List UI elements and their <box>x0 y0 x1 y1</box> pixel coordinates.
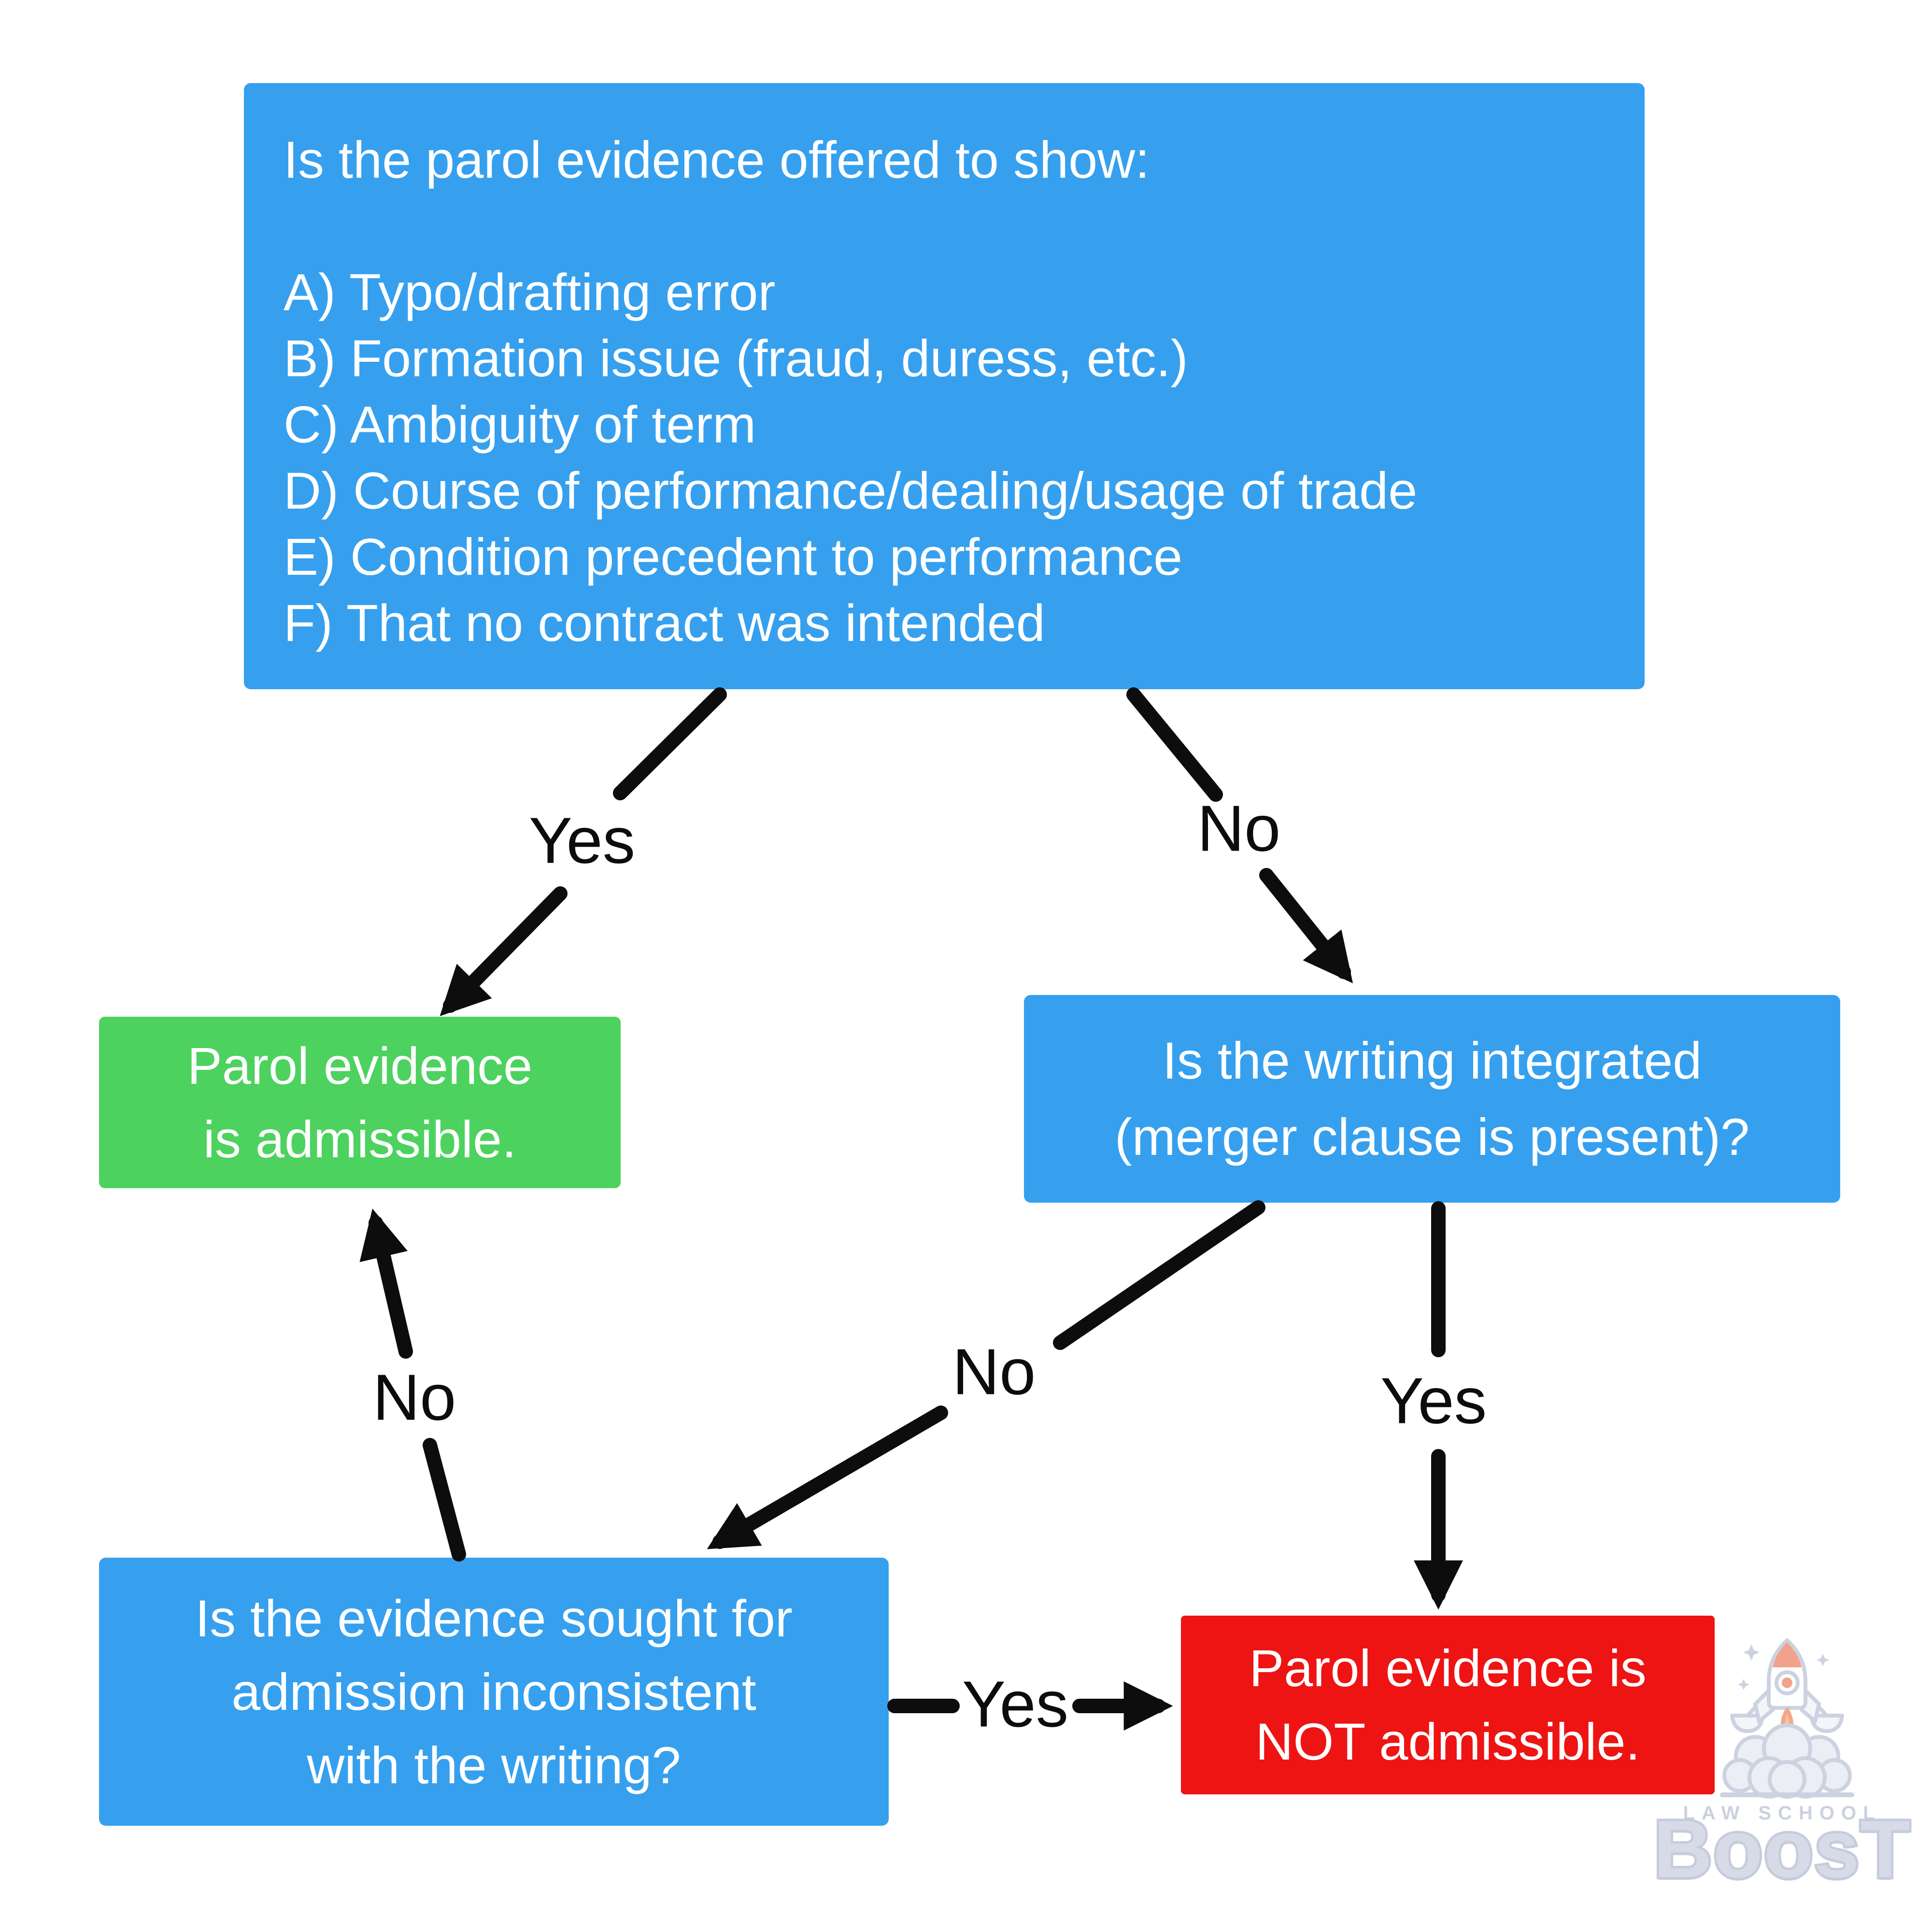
root-option-f: F) That no contract was intended <box>284 594 1045 652</box>
arrow-root-yes-to-admissible <box>440 886 568 1016</box>
admissible-line1: Parol evidence <box>187 1036 533 1095</box>
arrow-integrated-no-to-inconsistent <box>707 1406 948 1549</box>
edge-label-integrated-no: No <box>952 1335 1036 1408</box>
edge-label-root-no: No <box>1197 792 1281 865</box>
root-option-b: B) Formation issue (fraud, duress, etc.) <box>284 329 1188 387</box>
inconsistent-question-box: Is the evidence sought for admission inc… <box>99 1558 889 1826</box>
arrow-inconsistent-no-to-admissible <box>359 1208 413 1359</box>
arrow-root-no-to-integrated <box>1259 868 1353 983</box>
root-option-e: E) Condition precedent to performance <box>284 527 1183 586</box>
root-option-a: A) Typo/drafting error <box>284 263 776 321</box>
integrated-question-box: Is the writing integrated (merger clause… <box>1024 995 1840 1203</box>
root-option-c: C) Ambiguity of term <box>284 395 756 454</box>
edge-label-inconsistent-yes: Yes <box>962 1667 1069 1741</box>
admissible-result-box: Parol evidence is admissible. <box>99 1017 621 1188</box>
edge-label-root-yes: Yes <box>528 804 636 877</box>
edge-label-integrated-yes: Yes <box>1380 1364 1487 1437</box>
arrow-root-yes-upper <box>613 687 727 800</box>
inconsistent-line1: Is the evidence sought for <box>195 1589 793 1648</box>
not-admissible-line2: NOT admissible. <box>1255 1712 1640 1771</box>
root-option-d: D) Course of performance/dealing/usage o… <box>284 461 1418 520</box>
admissible-line2: is admissible. <box>203 1109 517 1168</box>
inconsistent-line3: with the writing? <box>307 1735 681 1794</box>
arrow-root-no-upper <box>1126 687 1223 802</box>
not-admissible-line1: Parol evidence is <box>1249 1639 1647 1697</box>
root-question-intro: Is the parol evidence offered to show: <box>284 130 1150 189</box>
arrow-integrated-no-upper <box>1053 1200 1265 1350</box>
edge-label-inconsistent-no: No <box>372 1361 456 1434</box>
not-admissible-result-box: Parol evidence is NOT admissible. <box>1181 1616 1715 1794</box>
root-question-box: Is the parol evidence offered to show: A… <box>244 83 1645 689</box>
integrated-line1: Is the writing integrated <box>1162 1031 1702 1090</box>
integrated-line2: (merger clause is present)? <box>1114 1108 1750 1166</box>
inconsistent-line2: admission inconsistent <box>231 1662 756 1721</box>
arrow-inconsistent-no-lower <box>423 1438 466 1562</box>
